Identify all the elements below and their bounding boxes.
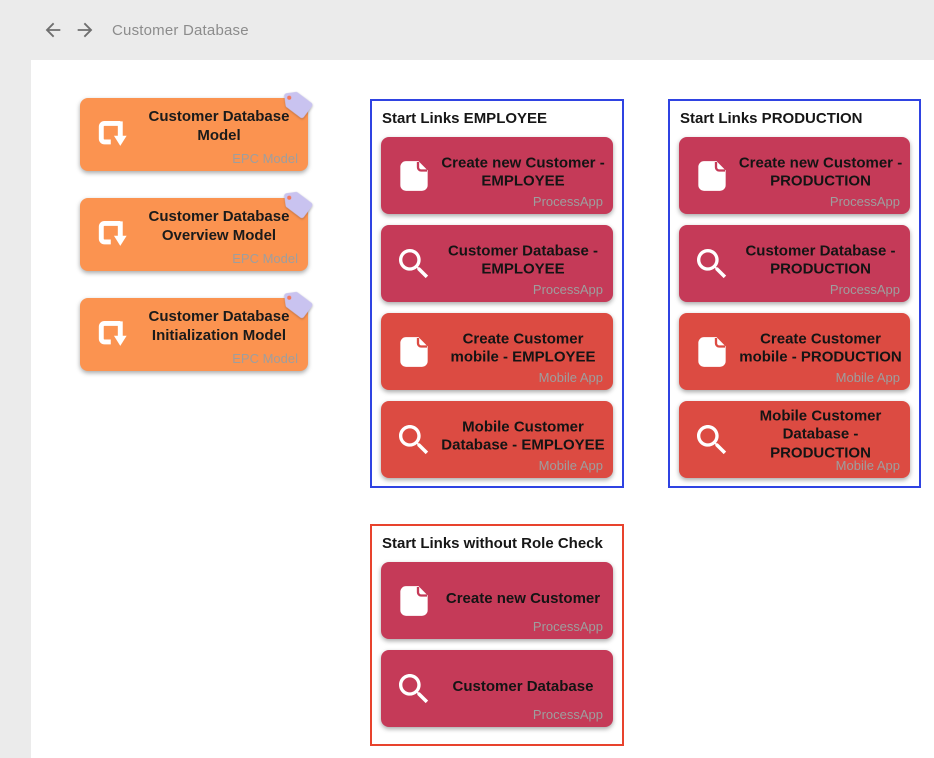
document-icon: [400, 585, 428, 616]
tag-icon: [284, 91, 313, 119]
model-type-label: EPC Model: [232, 251, 298, 266]
card-title: Create new Customer - EMPLOYEE: [441, 153, 605, 190]
card-icon-slot: [394, 420, 434, 460]
card-icon-slot: [692, 332, 732, 372]
model-title: Customer Database Overview Model: [148, 208, 290, 244]
card-icon-slot: [692, 420, 732, 460]
start-link-card[interactable]: Create new Customer - PRODUCTION Process…: [679, 137, 910, 214]
card-type-label: ProcessApp: [829, 194, 900, 209]
search-icon: [399, 248, 429, 278]
model-type-label: EPC Model: [232, 151, 298, 166]
group-card-list: Create new Customer - EMPLOYEE ProcessAp…: [381, 137, 613, 478]
card-icon-slot: [394, 581, 434, 621]
diagram-canvas: Customer Database Model EPC Model Custom…: [31, 60, 934, 758]
back-arrow-button[interactable]: [42, 19, 64, 41]
epc-model-card[interactable]: Customer Database Initialization Model E…: [80, 291, 313, 371]
tag-icon: [284, 191, 313, 219]
card-icon-slot: [394, 244, 434, 284]
search-icon: [697, 248, 727, 278]
start-link-card[interactable]: Create new Customer - EMPLOYEE ProcessAp…: [381, 137, 613, 214]
epc-model-card[interactable]: Customer Database Model EPC Model: [80, 91, 313, 171]
document-icon: [698, 336, 726, 367]
start-link-card[interactable]: Mobile Customer Database - EMPLOYEE Mobi…: [381, 401, 613, 478]
model-title: Customer Database Model: [148, 108, 290, 144]
group-card-list: Create new Customer ProcessApp Customer …: [381, 562, 613, 727]
card-title: Mobile Customer Database - PRODUCTION: [759, 406, 882, 462]
card-title: Create new Customer - PRODUCTION: [738, 153, 903, 190]
card-title: Create new Customer: [445, 589, 601, 607]
forward-arrow-button[interactable]: [74, 19, 96, 41]
card-type-label: Mobile App: [835, 458, 900, 473]
start-links-group: Start Links PRODUCTION Create new Custom…: [668, 99, 921, 488]
group-title: Start Links EMPLOYEE: [382, 110, 548, 127]
card-title: Create Customer mobile - EMPLOYEE: [450, 329, 596, 366]
card-type-label: ProcessApp: [829, 282, 900, 297]
card-title: Mobile Customer Database - EMPLOYEE: [441, 417, 605, 454]
search-icon: [697, 424, 727, 454]
start-link-card[interactable]: Create Customer mobile - PRODUCTION Mobi…: [679, 313, 910, 390]
group-title: Start Links without Role Check: [382, 535, 603, 552]
card-title: Customer Database - EMPLOYEE: [447, 241, 599, 278]
card-type-label: ProcessApp: [532, 707, 603, 722]
card-type-label: Mobile App: [835, 370, 900, 385]
group-card-list: Create new Customer - PRODUCTION Process…: [679, 137, 910, 478]
card-type-label: ProcessApp: [532, 619, 603, 634]
model-type-label: EPC Model: [232, 351, 298, 366]
search-icon: [399, 673, 429, 703]
epc-model-icon: [98, 120, 127, 146]
card-type-label: Mobile App: [538, 458, 603, 473]
card-icon-slot: [692, 156, 732, 196]
document-icon: [698, 160, 726, 191]
card-type-label: ProcessApp: [532, 282, 603, 297]
start-link-card[interactable]: Create Customer mobile - EMPLOYEE Mobile…: [381, 313, 613, 390]
start-link-card[interactable]: Mobile Customer Database - PRODUCTION Mo…: [679, 401, 910, 478]
card-icon-slot: [394, 669, 434, 709]
page-title: Customer Database: [112, 21, 249, 39]
model-title: Customer Database Initialization Model: [148, 308, 290, 344]
card-title: Customer Database - PRODUCTION: [745, 241, 896, 278]
tag-icon: [284, 291, 313, 319]
card-title: Customer Database: [452, 677, 594, 695]
document-icon: [400, 160, 428, 191]
epc-model-card[interactable]: Customer Database Overview Model EPC Mod…: [80, 191, 313, 271]
start-link-card[interactable]: Customer Database - EMPLOYEE ProcessApp: [381, 225, 613, 302]
epc-model-icon: [98, 220, 127, 246]
topbar: Customer Database: [0, 0, 934, 60]
card-type-label: Mobile App: [538, 370, 603, 385]
card-type-label: ProcessApp: [532, 194, 603, 209]
search-icon: [399, 424, 429, 454]
tag-hole: [287, 195, 292, 200]
start-links-group: Start Links EMPLOYEE Create new Customer…: [370, 99, 624, 488]
card-title: Create Customer mobile - PRODUCTION: [739, 329, 902, 366]
tag-hole: [287, 295, 292, 300]
arrow-forward-icon: [77, 22, 93, 38]
card-icon-slot: [394, 156, 434, 196]
start-links-group: Start Links without Role Check Create ne…: [370, 524, 624, 746]
document-icon: [400, 336, 428, 367]
start-link-card[interactable]: Customer Database - PRODUCTION ProcessAp…: [679, 225, 910, 302]
card-icon-slot: [692, 244, 732, 284]
epc-model-icon: [98, 320, 127, 346]
card-icon-slot: [394, 332, 434, 372]
tag-hole: [287, 95, 292, 100]
start-link-card[interactable]: Customer Database ProcessApp: [381, 650, 613, 727]
start-link-card[interactable]: Create new Customer ProcessApp: [381, 562, 613, 639]
arrow-back-icon: [45, 22, 61, 38]
group-title: Start Links PRODUCTION: [680, 110, 863, 127]
